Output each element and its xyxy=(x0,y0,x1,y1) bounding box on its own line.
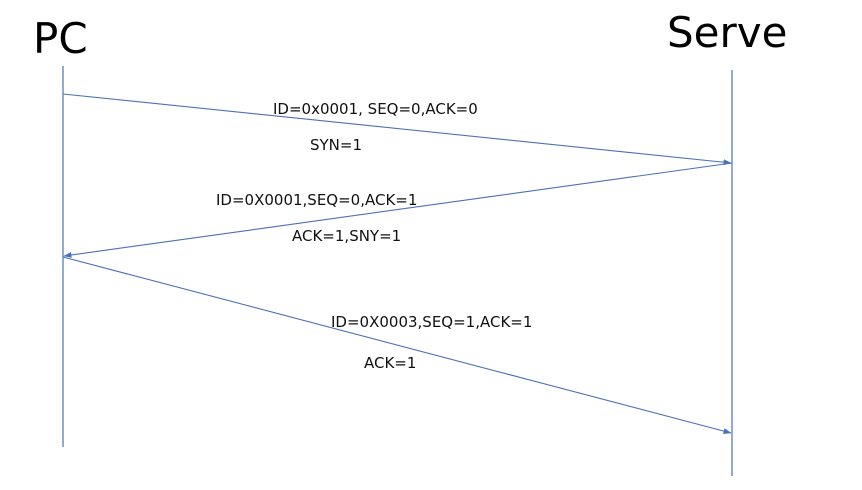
message-2-flag-label: ACK=1,SNY=1 xyxy=(292,227,402,245)
message-3-header-label: ID=0X0003,SEQ=1,ACK=1 xyxy=(331,313,533,331)
message-arrow-3 xyxy=(62,256,732,434)
serve-actor-label: Serve xyxy=(667,8,788,57)
message-1-flag-label: SYN=1 xyxy=(310,136,363,154)
message-3-flag-label: ACK=1 xyxy=(364,354,417,372)
message-arrow-1 xyxy=(62,93,732,166)
message-arrow-2 xyxy=(63,162,733,258)
pc-actor-label: PC xyxy=(33,14,88,63)
message-2-header-label: ID=0X0001,SEQ=0,ACK=1 xyxy=(216,191,418,209)
message-1-header-label: ID=0x0001, SEQ=0,ACK=0 xyxy=(273,100,478,118)
